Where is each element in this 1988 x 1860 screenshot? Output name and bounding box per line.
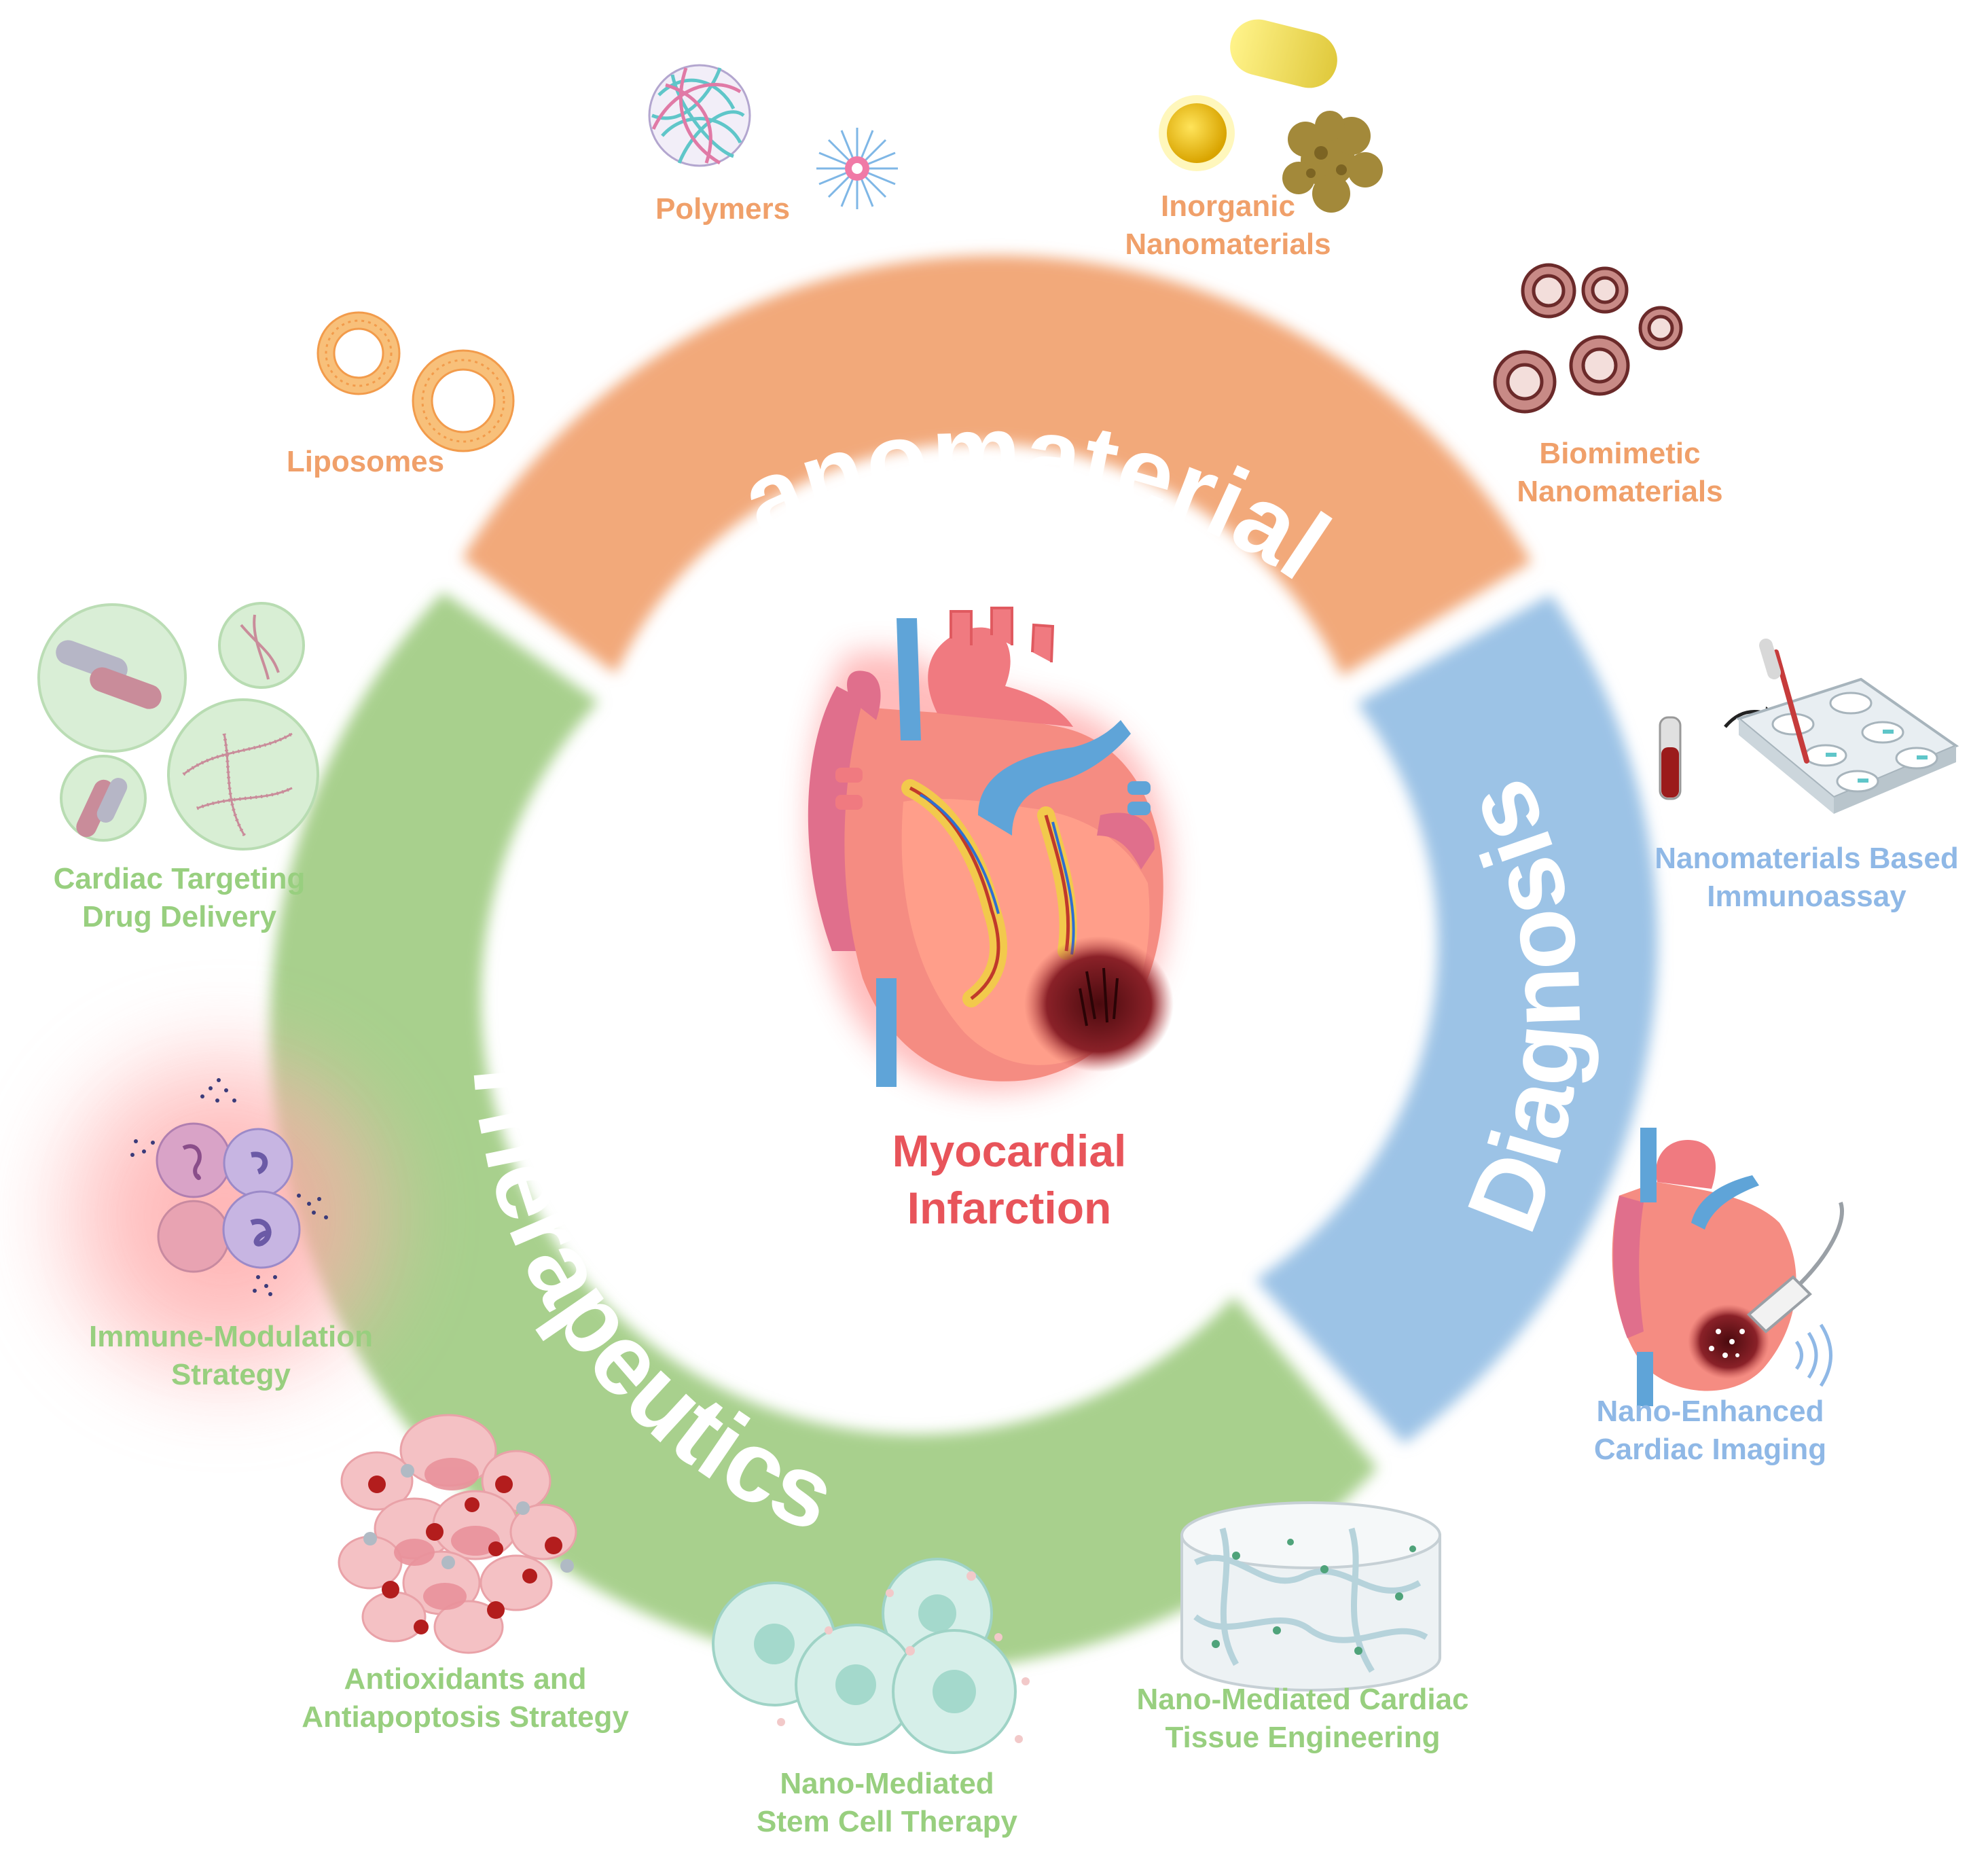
- drug-capsules-icon: [37, 602, 319, 851]
- label-liposomes: Liposomes: [287, 443, 444, 481]
- immune-cells-icon: [54, 1046, 394, 1386]
- label-stem-cell: Nano-Mediated Stem Cell Therapy: [757, 1765, 1017, 1841]
- label-immunoassay-line1: Nanomaterials Based: [1655, 842, 1959, 875]
- label-liposomes-line1: Liposomes: [286, 445, 445, 478]
- ring-segment-nanomaterials: [462, 255, 1532, 677]
- biomimetic-vesicles-icon: [1493, 263, 1683, 414]
- polymer-nanoparticles-icon: [648, 64, 898, 209]
- label-drug-delivery: Cardiac Targeting Drug Delivery: [54, 860, 306, 936]
- inorganic-nanoparticles-icon: [1159, 19, 1383, 213]
- label-antioxidants-line2: Antiapoptosis Strategy: [302, 1700, 629, 1734]
- ring-segment-therapeutics: [270, 592, 1378, 1671]
- scaffold-hydrogel-icon: [1180, 1501, 1441, 1692]
- heart-illustration: [808, 607, 1174, 1091]
- label-immune-modulation-line2: Strategy: [170, 1358, 291, 1391]
- immunoassay-plate-icon: [1659, 639, 1959, 814]
- stem-cells-icon: [712, 1558, 1030, 1754]
- liposomes-icon: [317, 311, 515, 452]
- label-immune-modulation: Immune-Modulation Strategy: [89, 1318, 373, 1394]
- label-tissue-engineering: Nano-Mediated Cardiac Tissue Engineering: [1137, 1681, 1469, 1757]
- label-antioxidants-line1: Antioxidants and: [344, 1662, 587, 1696]
- label-inorganic-line2: Nanomaterials: [1125, 228, 1331, 261]
- label-antioxidants: Antioxidants and Antiapoptosis Strategy: [302, 1660, 629, 1736]
- label-immunoassay: Nanomaterials Based Immunoassay: [1655, 840, 1959, 916]
- label-tissue-engineering-line1: Nano-Mediated Cardiac: [1136, 1683, 1469, 1716]
- center-title-line2: Infarction: [907, 1183, 1112, 1233]
- label-stem-cell-line1: Nano-Mediated: [780, 1767, 994, 1800]
- ring-segment-diagnosis: [1255, 594, 1658, 1444]
- label-biomimetic: Biomimetic Nanomaterials: [1517, 435, 1722, 511]
- label-cardiac-imaging-line2: Cardiac Imaging: [1593, 1433, 1827, 1466]
- label-immune-modulation-line1: Immune-Modulation: [89, 1320, 373, 1353]
- label-polymers: Polymers: [655, 190, 790, 228]
- label-drug-delivery-line2: Drug Delivery: [82, 900, 277, 933]
- label-inorganic: Inorganic Nanomaterials: [1125, 187, 1331, 264]
- label-stem-cell-line2: Stem Cell Therapy: [757, 1805, 1017, 1838]
- label-tissue-engineering-line2: Tissue Engineering: [1165, 1721, 1441, 1754]
- label-immunoassay-line2: Immunoassay: [1707, 880, 1906, 913]
- label-cardiac-imaging: Nano-Enhanced Cardiac Imaging: [1594, 1393, 1826, 1469]
- label-drug-delivery-line1: Cardiac Targeting: [53, 862, 306, 895]
- label-biomimetic-line2: Nanomaterials: [1517, 475, 1723, 508]
- ultrasound-heart-icon: [1612, 1128, 1844, 1406]
- label-biomimetic-line1: Biomimetic: [1539, 437, 1701, 470]
- label-polymers-line1: Polymers: [655, 192, 791, 226]
- center-title-line1: Myocardial: [892, 1126, 1127, 1176]
- label-cardiac-imaging-line1: Nano-Enhanced: [1596, 1395, 1824, 1428]
- center-title: Myocardial Infarction: [892, 1122, 1127, 1236]
- antioxidant-cells-icon: [338, 1414, 577, 1654]
- label-inorganic-line1: Inorganic: [1160, 190, 1296, 223]
